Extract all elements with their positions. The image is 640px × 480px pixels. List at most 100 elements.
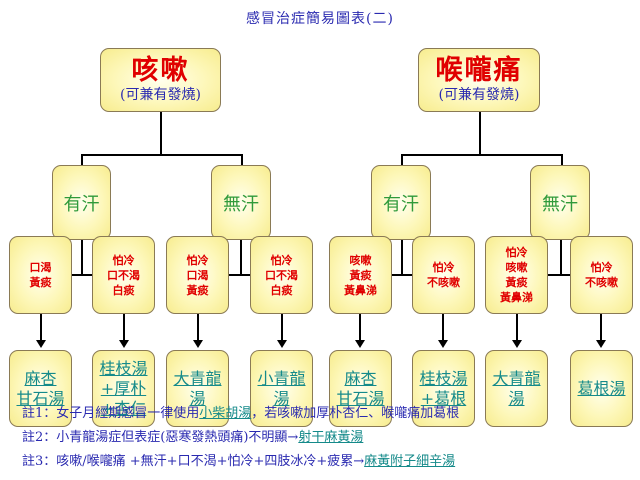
arrow-shaft bbox=[197, 314, 199, 342]
prescription-link[interactable]: 麻杏 bbox=[344, 368, 377, 388]
note-text: 註1：女子月經期感冒一律使用 bbox=[22, 406, 200, 421]
symptom-text: 黃痰 bbox=[505, 276, 528, 289]
connector bbox=[228, 274, 251, 276]
symptom-text: 黃痰 bbox=[186, 283, 209, 297]
symptom-text: 咳嗽 bbox=[349, 253, 372, 267]
note-2: 註2：小青龍湯症但表症(惡寒發熱頭痛)不明顯→射干麻黃湯 bbox=[22, 426, 459, 450]
connector bbox=[81, 154, 243, 156]
arrow-down-icon bbox=[193, 340, 203, 348]
prescription-node: 大青龍 湯 bbox=[166, 350, 229, 427]
root-node-sore-throat: 喉嚨痛 (可兼有發燒) bbox=[418, 48, 540, 112]
symptom-text: 黃鼻涕 bbox=[344, 283, 377, 297]
root-subtitle: (可兼有發燒) bbox=[438, 87, 520, 103]
symptom-text: 口不渴 bbox=[107, 268, 140, 282]
prescription-link[interactable]: 桂枝湯 bbox=[99, 358, 148, 378]
symptom-node: 怕冷 口渴 黃痰 bbox=[166, 236, 229, 314]
branch-label: 無汗 bbox=[223, 193, 259, 215]
prescription-link[interactable]: 小青龍 bbox=[257, 368, 306, 388]
symptom-text: 怕冷 bbox=[186, 253, 209, 267]
prescription-link[interactable]: 大青龍 bbox=[173, 368, 222, 388]
prescription-link[interactable]: +杏仁 bbox=[100, 398, 147, 418]
symptom-text: 咳嗽 bbox=[505, 261, 528, 274]
prescription-node: 葛根湯 bbox=[570, 350, 633, 427]
branch-node-no-sweating: 無汗 bbox=[530, 165, 590, 240]
symptom-text: 口渴 bbox=[186, 268, 209, 282]
arrow-down-icon bbox=[438, 340, 448, 348]
note-text: ，若咳嗽加厚朴杏仁、喉嚨痛加葛根 bbox=[251, 406, 460, 421]
note-link[interactable]: 麻黃附子細辛湯 bbox=[364, 454, 456, 469]
prescription-node: 麻杏 甘石湯 bbox=[9, 350, 72, 427]
prescription-link[interactable]: +葛根 bbox=[420, 388, 467, 408]
prescription-node: 桂枝湯 +厚朴 +杏仁 bbox=[92, 350, 155, 427]
symptom-text: 不咳嗽 bbox=[427, 276, 460, 289]
note-link[interactable]: 小柴胡湯 bbox=[199, 406, 252, 421]
symptom-node: 口渴 黃痰 bbox=[9, 236, 72, 314]
symptom-node: 怕冷 不咳嗽 bbox=[412, 236, 475, 314]
symptom-text: 口不渴 bbox=[265, 268, 298, 282]
connector bbox=[548, 274, 571, 276]
arrow-down-icon bbox=[596, 340, 606, 348]
symptom-text: 怕冷 bbox=[112, 253, 135, 267]
connector bbox=[479, 112, 481, 155]
symptom-text: 怕冷 bbox=[505, 246, 528, 259]
arrow-shaft bbox=[123, 314, 125, 342]
prescription-node: 麻杏 甘石湯 bbox=[329, 350, 392, 427]
connector bbox=[160, 112, 162, 155]
prescription-link[interactable]: 湯 bbox=[508, 388, 525, 408]
note-link[interactable]: 射干麻黃湯 bbox=[298, 430, 364, 445]
note-1: 註1：女子月經期感冒一律使用小柴胡湯，若咳嗽加厚朴杏仁、喉嚨痛加葛根 bbox=[22, 402, 459, 426]
chart-title: 感冒治症簡易圖表(二) bbox=[246, 11, 394, 27]
note-3: 註3：咳嗽/喉嚨痛 +無汗+口不渴+怕冷+四肢冰冷+疲累→麻黃附子細辛湯 bbox=[22, 450, 459, 474]
prescription-link[interactable]: 甘石湯 bbox=[336, 388, 385, 408]
arrow-down-icon bbox=[36, 340, 46, 348]
root-node-cough: 咳嗽 (可兼有發燒) bbox=[100, 48, 221, 112]
branch-node-sweating: 有汗 bbox=[52, 165, 111, 240]
arrow-shaft bbox=[281, 314, 283, 342]
symptom-text: 黃痰 bbox=[349, 268, 372, 282]
connector bbox=[401, 154, 403, 166]
root-title: 咳嗽 bbox=[131, 55, 190, 86]
symptom-text: 怕冷 bbox=[590, 261, 613, 274]
root-subtitle: (可兼有發燒) bbox=[120, 87, 201, 103]
symptom-text: 怕冷 bbox=[270, 253, 293, 267]
symptom-text: 怕冷 bbox=[432, 261, 455, 274]
connector bbox=[72, 274, 93, 276]
connector bbox=[81, 240, 83, 276]
connector bbox=[401, 154, 563, 156]
symptom-node: 怕冷 口不渴 白痰 bbox=[250, 236, 313, 314]
notes: 註1：女子月經期感冒一律使用小柴胡湯，若咳嗽加厚朴杏仁、喉嚨痛加葛根 註2：小青… bbox=[22, 402, 459, 474]
root-title: 喉嚨痛 bbox=[435, 55, 523, 86]
connector bbox=[81, 154, 83, 166]
prescription-link[interactable]: 葛根湯 bbox=[577, 378, 626, 398]
prescription-link[interactable]: 大青龍 bbox=[492, 368, 541, 388]
arrow-shaft bbox=[516, 314, 518, 342]
prescription-link[interactable]: 麻杏 bbox=[24, 368, 57, 388]
symptom-text: 白痰 bbox=[270, 283, 293, 297]
branch-label: 有汗 bbox=[383, 193, 419, 215]
symptom-text: 口渴 bbox=[29, 261, 52, 274]
branch-node-sweating: 有汗 bbox=[371, 165, 431, 240]
prescription-link[interactable]: +厚朴 bbox=[100, 378, 147, 398]
symptom-text: 黃痰 bbox=[29, 276, 52, 289]
branch-label: 無汗 bbox=[542, 193, 578, 215]
prescription-node: 桂枝湯 +葛根 bbox=[412, 350, 475, 427]
prescription-link[interactable]: 甘石湯 bbox=[16, 388, 65, 408]
branch-node-no-sweating: 無汗 bbox=[211, 165, 271, 240]
arrow-down-icon bbox=[355, 340, 365, 348]
arrow-down-icon bbox=[512, 340, 522, 348]
symptom-text: 黃鼻涕 bbox=[500, 291, 533, 304]
symptom-text: 白痰 bbox=[112, 283, 135, 297]
connector bbox=[561, 154, 563, 166]
arrow-shaft bbox=[359, 314, 361, 342]
arrow-down-icon bbox=[277, 340, 287, 348]
symptom-node: 咳嗽 黃痰 黃鼻涕 bbox=[329, 236, 392, 314]
prescription-link[interactable]: 湯 bbox=[189, 388, 206, 408]
arrow-shaft bbox=[40, 314, 42, 342]
connector bbox=[401, 240, 403, 276]
arrow-down-icon bbox=[119, 340, 129, 348]
connector bbox=[241, 154, 243, 166]
prescription-link[interactable]: 湯 bbox=[273, 388, 290, 408]
symptom-node: 怕冷 不咳嗽 bbox=[570, 236, 633, 314]
prescription-link[interactable]: 桂枝湯 bbox=[419, 368, 468, 388]
arrow-shaft bbox=[442, 314, 444, 342]
